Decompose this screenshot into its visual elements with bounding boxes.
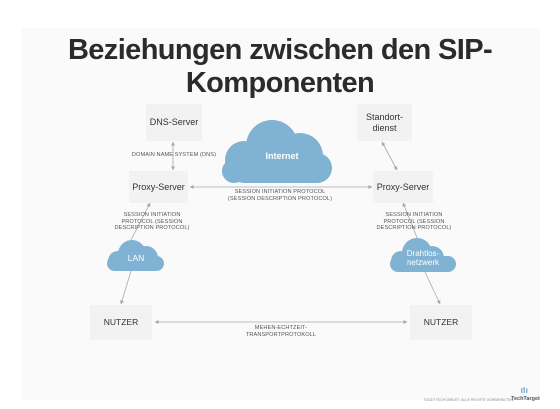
standortdienst-label-line2: dienst [372,122,397,133]
arrow-lan-nutzer [120,270,132,305]
sip-right-edge-label: SESSION INITIATION PROTOCOL (SESSION DES… [374,212,454,232]
nutzer-left-label: NUTZER [103,317,139,327]
rtp-line2: TRANSPORTPROTOKOLL [245,331,317,338]
sip-left-line3: DESCRIPTION PROTOCOL) [114,225,190,232]
internet-label: Internet [265,151,299,161]
dns-server-label: DNS-Server [149,117,199,127]
dns-server-node: DNS-Server [146,104,202,141]
rtp-edge-label: MEHEN-ECHTZEIT- TRANSPORTPROTOKOLL [238,325,324,338]
diagram-title: Beziehungen zwischen den SIP-Komponenten [67,34,493,99]
lan-label: LAN [127,253,145,263]
sip-left-line1: SESSION INITIATION [123,212,181,218]
sip-right-line1: SESSION INITIATION [385,212,443,218]
sip-top-edge-label: SESSION INITIATION PROTOCOL (SESSION DES… [216,189,344,202]
arrow-proxy-wireless [402,202,419,241]
wireless-label-line2: netzwerk [406,258,439,267]
proxy-server-left-label: Proxy-Server [132,181,185,192]
proxy-server-right-label: Proxy-Server [376,181,430,192]
dns-edge-label: DOMAIN NAME SYSTEM (DNS) [131,152,217,158]
standortdienst-node: Standort- dienst [357,104,412,141]
rtp-line1: MEHEN-ECHTZEIT- [254,325,308,331]
sip-top-line2: (SESSION DESCRIPTION PROTOCOL) [227,195,333,202]
footer-brand: TechTarget [511,396,540,402]
proxy-server-right-node: Proxy-Server [373,171,433,203]
footer-copyright: ©2019 TECHTARGET. ALLE RECHTE VORBEHALTE… [424,398,515,402]
arrow-standort-proxy [381,141,398,171]
wireless-label: Drahtlos- netzwerk [397,249,449,267]
arrow-proxy-lan [130,202,151,241]
sip-top-line1: SESSION INITIATION PROTOCOL [234,189,326,195]
internet-cloud [222,120,332,183]
nutzer-left-node: NUTZER [90,305,152,340]
standortdienst-label-line1: Standort- [365,111,404,122]
proxy-server-left-node: Proxy-Server [129,171,188,203]
wireless-cloud [390,238,456,272]
sip-right-line3: DESCRIPTION PROTOCOL) [376,225,452,232]
sip-left-edge-label: SESSION INITIATION PROTOCOL (SESSION DES… [112,212,192,232]
sip-right-line2: PROTOCOL (SESSION [383,218,445,225]
arrow-wireless-nutzer [424,271,441,305]
lan-cloud [107,240,164,271]
wireless-label-line1: Drahtlos- [406,249,440,258]
sip-left-line2: PROTOCOL (SESSION [121,218,183,225]
nutzer-right-label: NUTZER [423,317,459,327]
nutzer-right-node: NUTZER [410,305,472,340]
